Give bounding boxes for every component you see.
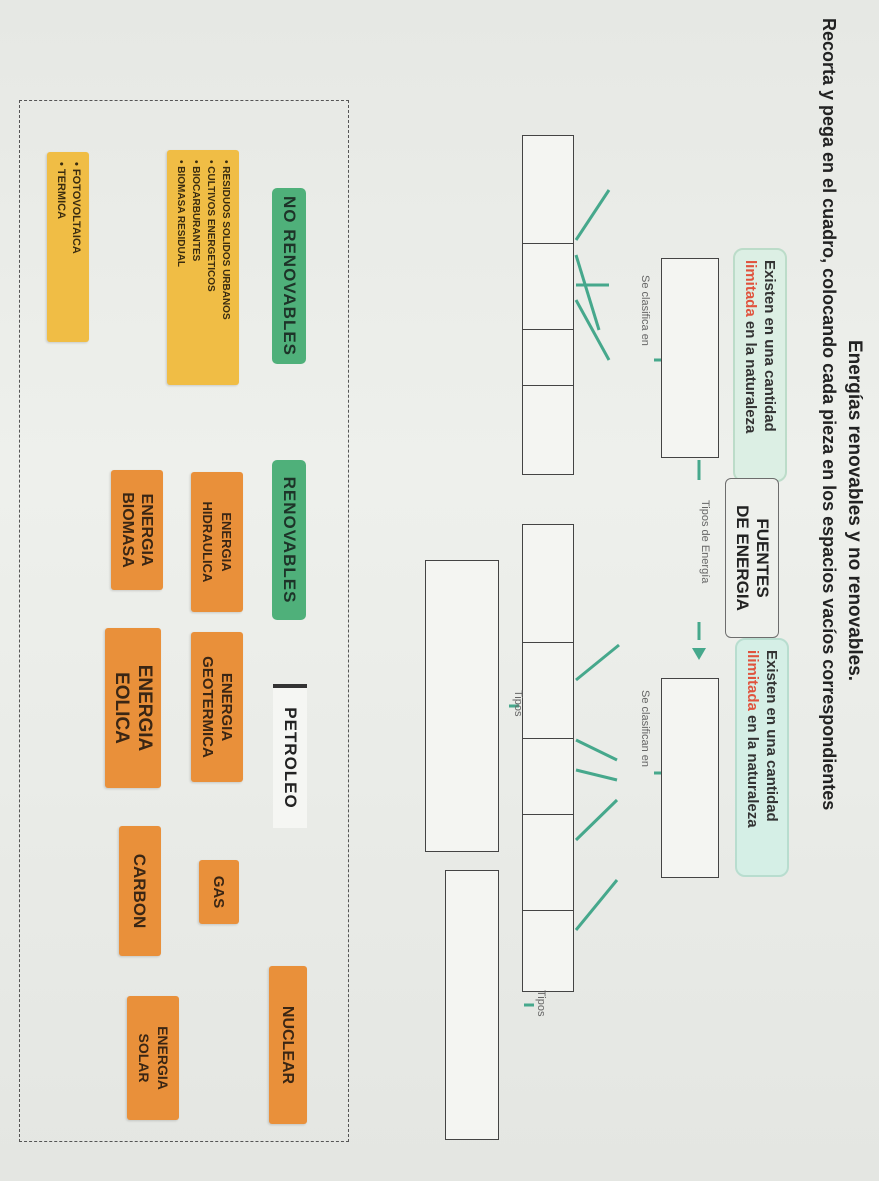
right-branch-2 — [575, 738, 618, 762]
right-category-slot[interactable] — [661, 678, 719, 878]
left-classify-label: Se clasifica en — [639, 275, 651, 346]
left-type-slot-3[interactable] — [522, 329, 574, 387]
right-type-slot-2[interactable] — [522, 642, 574, 740]
limited-word: limitada — [742, 260, 759, 317]
piece-gas[interactable]: GAS — [199, 860, 239, 924]
left-category-slot[interactable] — [661, 258, 719, 458]
right-type-slot-1[interactable] — [522, 524, 574, 644]
piece-energia-biomasa[interactable]: ENERGIA BIOMASA — [111, 470, 163, 590]
solar-types-slot[interactable] — [445, 870, 499, 1140]
energy-sources-title-box: FUENTES DE ENERGIA — [725, 478, 779, 638]
piece-energia-hidraulica[interactable]: ENERGIA HIDRAULICA — [191, 472, 243, 612]
unlimited-quantity-bubble: Existen en una cantidad ilimitada en la … — [735, 638, 789, 877]
piece-biomass-list[interactable]: • RESIDUOS SOLIDOS URBANOS • CULTIVOS EN… — [167, 150, 239, 385]
piece-carbon[interactable]: CARBON — [119, 826, 161, 956]
left-type-slot-4[interactable] — [522, 385, 574, 475]
piece-energia-solar[interactable]: ENERGIA SOLAR — [127, 996, 179, 1120]
right-type-slot-4[interactable] — [522, 814, 574, 912]
left-branch-3 — [574, 254, 601, 331]
piece-no-renovables[interactable]: NO RENOVABLES — [272, 188, 306, 364]
unlimited-word: ilimitada — [744, 650, 761, 711]
right-branch-5 — [574, 879, 619, 931]
piece-energia-geotermica[interactable]: ENERGIA GEOTERMICA — [191, 632, 243, 782]
piece-nuclear[interactable]: NUCLEAR — [269, 966, 307, 1124]
right-arrow-head — [692, 648, 706, 660]
tipos-label-b: Tipos — [535, 990, 547, 1017]
energy-types-label: Tipos de Energía — [699, 500, 711, 584]
left-branch-4 — [574, 299, 611, 361]
right-branch-3 — [575, 768, 618, 782]
piece-petroleo[interactable]: PETROLEO — [273, 684, 307, 828]
left-branch-1 — [574, 189, 611, 241]
right-branch-1 — [575, 643, 620, 682]
right-type-slot-3[interactable] — [522, 738, 574, 816]
right-classify-label: Se clasifican en — [639, 690, 651, 768]
tipos-label-a: Tipos — [512, 690, 524, 717]
piece-energia-eolica[interactable]: ENERGIA EOLICA — [105, 628, 161, 788]
right-type-slot-5[interactable] — [522, 910, 574, 992]
biomass-types-slot[interactable] — [425, 560, 499, 852]
left-type-slot-1[interactable] — [522, 135, 574, 245]
piece-renovables[interactable]: RENOVABLES — [272, 460, 306, 620]
piece-solar-list[interactable]: • FOTOVOLTAICA • TERMICA — [47, 152, 89, 342]
limited-quantity-bubble: Existen en una cantidad limitada en la n… — [733, 248, 787, 482]
left-type-slot-2[interactable] — [522, 243, 574, 331]
right-branch-4 — [574, 798, 619, 842]
